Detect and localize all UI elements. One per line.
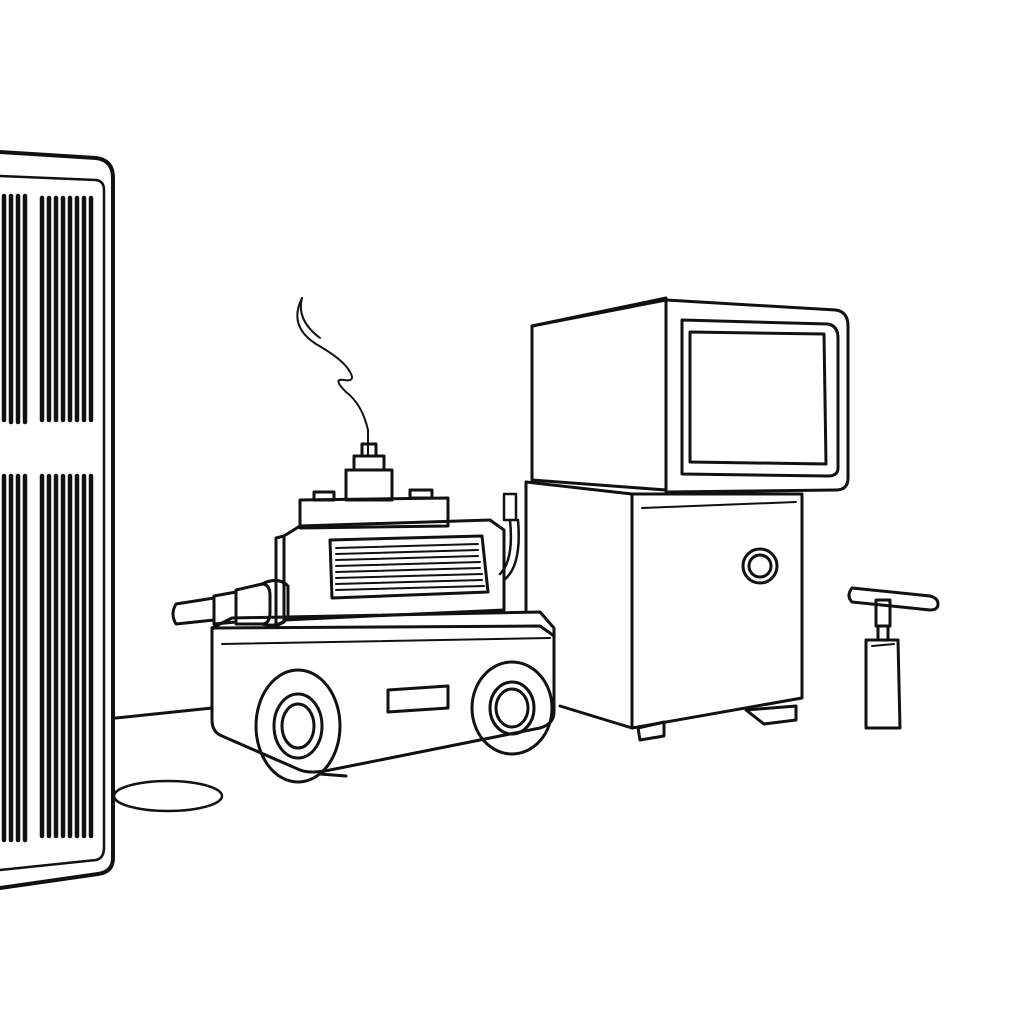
- left-wheel: [254, 668, 348, 784]
- radiator-vents-upper: [1, 193, 94, 425]
- right-wheel: [470, 660, 554, 756]
- radiator-cabinet: [0, 150, 115, 890]
- monitor-screen: [680, 318, 840, 478]
- floor-line: [114, 706, 214, 720]
- badge-plate: [386, 684, 450, 714]
- hose-nozzle: [171, 579, 290, 627]
- monitor-cabinet-unit: [524, 296, 850, 742]
- engine-body: [274, 518, 506, 628]
- steam-wisp: [296, 297, 369, 457]
- side-pipe: [498, 492, 520, 582]
- hand-pump: [847, 586, 940, 730]
- cabinet-knob: [741, 547, 779, 585]
- cabinet-feet: [636, 704, 798, 742]
- engine-vent-grille: [335, 543, 485, 591]
- lower-cabinet: [524, 480, 804, 730]
- cable-coil: [112, 779, 224, 813]
- monitor-housing: [530, 296, 850, 494]
- radiator-vents-lower: [1, 473, 94, 843]
- base-body: [210, 610, 556, 774]
- top-plate: [298, 488, 450, 530]
- portable-compressor-machine: [171, 297, 556, 784]
